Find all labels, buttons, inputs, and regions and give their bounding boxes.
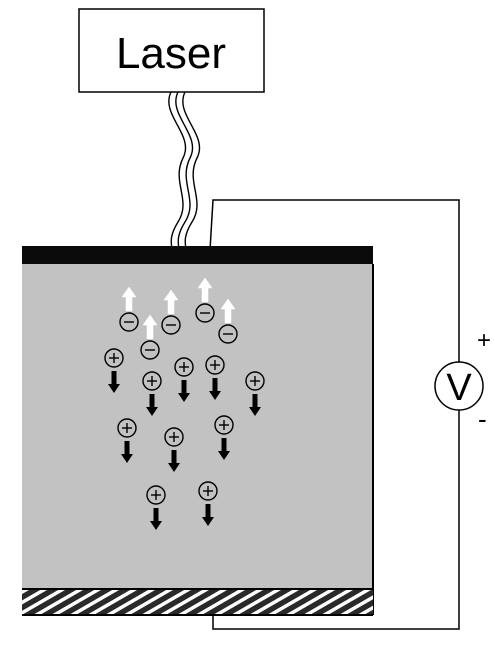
hole-drift-arrow	[178, 380, 190, 402]
hole-drift-arrow	[121, 441, 133, 463]
hole-drift-arrow	[209, 378, 221, 400]
hole	[174, 357, 194, 377]
hole	[164, 427, 184, 447]
hole-drift-arrow	[202, 504, 214, 526]
electron-drift-arrow	[220, 298, 236, 324]
hole-drift-arrow	[249, 394, 261, 416]
laser-box	[78, 8, 265, 93]
optical-fiber	[168, 91, 201, 251]
laser-label: Laser	[116, 29, 226, 78]
hole-drift-arrow	[108, 371, 120, 393]
hole-drift-arrow	[146, 394, 158, 416]
electron	[161, 315, 181, 335]
charge-carriers	[104, 277, 265, 530]
hole	[146, 485, 166, 505]
voltmeter-minus: -	[478, 404, 487, 434]
top-electrode	[22, 246, 373, 264]
voltmeter-circle	[434, 361, 484, 411]
voltmeter-label: V	[446, 367, 472, 409]
hole-drift-arrow	[218, 438, 230, 460]
voltmeter: V + -	[434, 327, 491, 434]
hole	[142, 371, 162, 391]
laser-source: Laser	[78, 8, 265, 93]
hole	[245, 371, 265, 391]
hole-drift-arrow	[150, 508, 162, 530]
electron-drift-arrow	[121, 286, 137, 312]
electron	[119, 312, 139, 332]
hole	[117, 418, 137, 438]
electron-drift-arrow	[163, 289, 179, 315]
electron	[218, 324, 238, 344]
electron	[140, 340, 160, 360]
hole	[205, 355, 225, 375]
circuit-wire	[209, 199, 460, 630]
electron	[195, 303, 215, 323]
hole-drift-arrow	[168, 450, 180, 472]
voltmeter-plus: +	[477, 327, 491, 354]
hole	[104, 348, 124, 368]
hole	[198, 481, 218, 501]
hole	[214, 415, 234, 435]
bottom-electrode	[22, 589, 373, 615]
electron-drift-arrow	[197, 277, 213, 303]
electron-drift-arrow	[142, 314, 158, 340]
